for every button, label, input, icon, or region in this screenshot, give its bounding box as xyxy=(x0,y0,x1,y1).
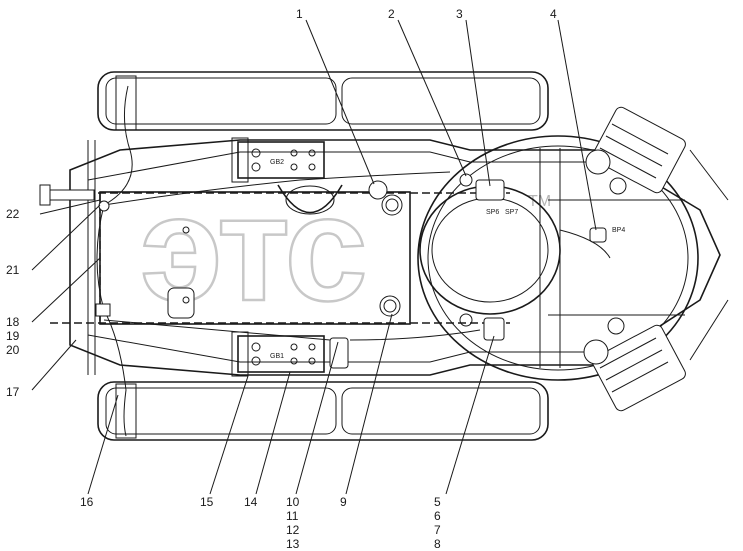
callout-15: 15 xyxy=(200,495,214,509)
callout-22: 22 xyxy=(6,207,20,221)
callout-3: 3 xyxy=(456,7,463,21)
callouts: 1 2 3 4 22 21 18 19 20 17 16 15 14 9 10 … xyxy=(6,7,557,551)
top-track xyxy=(97,71,549,131)
callout-6: 6 xyxy=(434,509,441,523)
gb2-label: GB2 xyxy=(270,159,284,166)
bottom-track xyxy=(97,381,549,441)
leader-lines xyxy=(31,19,597,495)
main-frame xyxy=(50,139,721,376)
wiring-harness xyxy=(95,85,481,437)
callout-12: 12 xyxy=(286,523,300,537)
callout-9: 9 xyxy=(340,495,347,509)
step-ladders xyxy=(583,106,729,412)
callout-18: 18 xyxy=(6,315,20,329)
bp4-label: BP4 xyxy=(612,227,625,234)
turntable: SP6 SP7 BP4 xyxy=(417,135,699,381)
callout-10: 10 xyxy=(286,495,300,509)
callout-1: 1 xyxy=(296,7,303,21)
center-components xyxy=(167,180,403,369)
callout-2: 2 xyxy=(388,7,395,21)
callout-8: 8 xyxy=(434,537,441,551)
callout-21: 21 xyxy=(6,263,20,277)
callout-7: 7 xyxy=(434,523,441,537)
callout-17: 17 xyxy=(6,385,20,399)
callout-16: 16 xyxy=(80,495,94,509)
gb1-label: GB1 xyxy=(270,353,284,360)
callout-19: 19 xyxy=(6,329,20,343)
callout-14: 14 xyxy=(244,495,258,509)
drawbar xyxy=(39,184,95,206)
callout-11: 11 xyxy=(286,509,299,523)
callout-20: 20 xyxy=(6,343,20,357)
sp7-label: SP7 xyxy=(505,209,518,216)
sp6-label: SP6 xyxy=(486,209,499,216)
callout-13: 13 xyxy=(286,537,300,551)
callout-4: 4 xyxy=(550,7,557,21)
callout-5: 5 xyxy=(434,495,441,509)
battery-box-gb2: GB2 xyxy=(231,137,325,183)
